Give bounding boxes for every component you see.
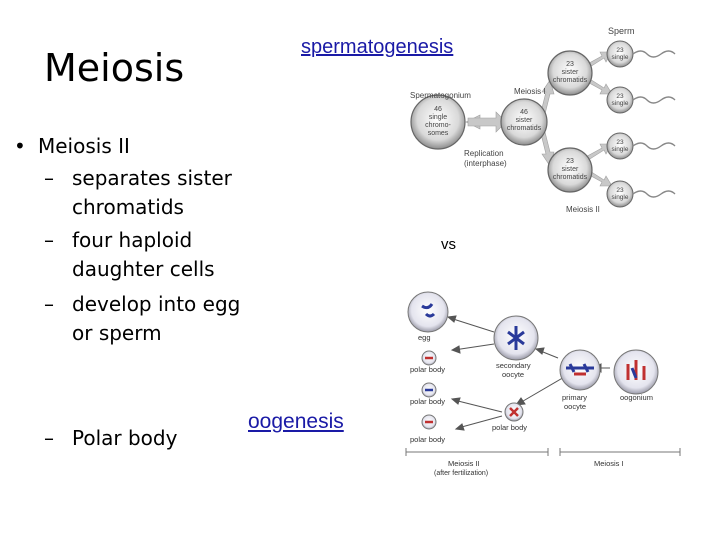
sub-point-line: chromatids [72, 195, 184, 219]
cell-text: 23 [616, 93, 624, 100]
cell-text: 23 [616, 187, 624, 194]
secondary-oocyte-label: secondary [496, 361, 531, 370]
oogenesis-cells [407, 291, 659, 430]
bullet-meiosis-ii: • Meiosis II [14, 132, 130, 161]
slide-title: Meiosis [44, 46, 185, 90]
spermatogonium-cell [410, 94, 466, 150]
sub-point-line: four haploid [72, 228, 193, 252]
replicated-cell [500, 98, 548, 146]
oogenesis-diagram: egg polar body polar body polar body pol… [405, 291, 681, 477]
sperm-label: Sperm [608, 26, 635, 36]
dash: – [44, 166, 54, 190]
oogenesis-link[interactable]: oogenesis [248, 410, 344, 433]
after-fertilization-label: (after fertilization) [434, 470, 488, 477]
cell-text: 23 [566, 158, 574, 165]
dash: – [44, 292, 54, 316]
egg-label: egg [418, 333, 431, 342]
primary-oocyte-label: primary [562, 393, 587, 402]
dash: – [44, 426, 54, 450]
cell-text: single [612, 54, 629, 61]
cell-text: chromo- [425, 122, 451, 129]
cell-text: 23 [566, 61, 574, 68]
cell-text: sister [562, 166, 579, 173]
cell-text: chromatids [507, 125, 542, 132]
sub-point-four-haploid: –four haploid daughter cells [44, 226, 215, 284]
cell-text: sister [516, 117, 533, 124]
cell-text: chromatids [553, 77, 588, 84]
secondary-oocyte-label: oocyte [502, 370, 524, 379]
cell-text: single [612, 146, 629, 153]
sub-point-develop: –develop into egg or sperm [44, 290, 240, 348]
sperm-cells [410, 40, 634, 208]
bullet-text: Meiosis II [38, 134, 130, 158]
cell-text: chromatids [553, 174, 588, 181]
cell-text: single [429, 114, 447, 121]
oogenesis-arrows [446, 315, 610, 431]
primary-oocyte-cell [559, 349, 601, 391]
polar-body-label: polar body [410, 435, 445, 444]
cell-text: somes [428, 130, 449, 137]
sub-point-line: separates sister [72, 166, 232, 190]
cell-text: 46 [520, 109, 528, 116]
dash: – [44, 228, 54, 252]
sub-point-line: develop into egg [72, 292, 241, 316]
spermatogenesis-diagram: Sperm Spermatogonium Meiosis I Meiosis I… [410, 26, 676, 214]
cell-text: 46 [434, 106, 442, 113]
sub-point-line: daughter cells [72, 257, 215, 281]
cell-text: single [612, 100, 629, 107]
meiosis-i-label: Meiosis I [514, 87, 546, 96]
polar-body-label: polar body [410, 397, 445, 406]
cell-text: 23 [616, 47, 624, 54]
replication-label: Replication [464, 149, 504, 158]
cell-text: sister [562, 69, 579, 76]
meiosis-ii-label: Meiosis II [566, 205, 600, 214]
cell-text: 23 [616, 139, 624, 146]
spermatogonium-label: Spermatogonium [410, 91, 471, 100]
interphase-label: (interphase) [464, 159, 507, 168]
cell-text: single [612, 194, 629, 201]
meiosis-i-label: Meiosis I [594, 459, 624, 468]
spermatogenesis-link[interactable]: spermatogenesis [301, 36, 454, 58]
stage-brackets [405, 448, 681, 456]
polar-body-label: polar body [410, 365, 445, 374]
sub-point-polar-body: –Polar body [44, 424, 177, 453]
sub-point-separates: –separates sister chromatids [44, 164, 232, 222]
oogonium-label: oogonium [620, 393, 653, 402]
sperm-tails [632, 50, 676, 198]
sub-point-line: or sperm [72, 321, 162, 345]
sub-point-line: Polar body [72, 426, 178, 450]
bullet-dot: • [14, 134, 26, 158]
meiosis-ii-label: Meiosis II [448, 459, 480, 468]
polar-body-label: polar body [492, 423, 527, 432]
primary-oocyte-label: oocyte [564, 402, 586, 411]
secondary-cell-bottom [547, 147, 593, 193]
egg-cell [407, 291, 449, 333]
secondary-cell-top [547, 50, 593, 96]
vs-label: vs [441, 236, 456, 253]
